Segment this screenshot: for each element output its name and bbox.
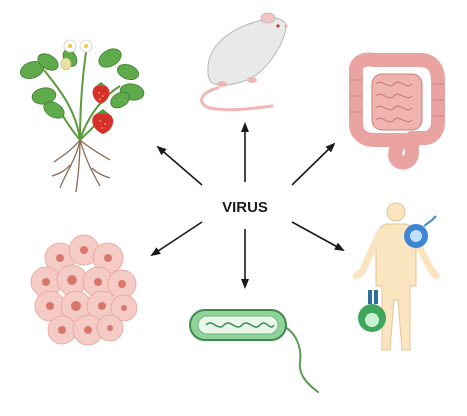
strawberry-plant-icon (19, 39, 145, 193)
arrow-to-plant (156, 145, 203, 186)
arrow-to-human (291, 221, 345, 251)
intestine-icon (349, 52, 445, 170)
green-immune-cell-icon (358, 290, 386, 332)
center-label: VIRUS (222, 199, 268, 216)
bacterium-icon (189, 309, 319, 393)
blue-immune-cell-icon (404, 215, 437, 248)
cell-cluster-icon (30, 234, 138, 346)
arrow-to-cells (150, 221, 203, 257)
arrows (150, 122, 345, 289)
arrow-to-intestine (291, 142, 336, 186)
rat-icon (200, 12, 288, 112)
